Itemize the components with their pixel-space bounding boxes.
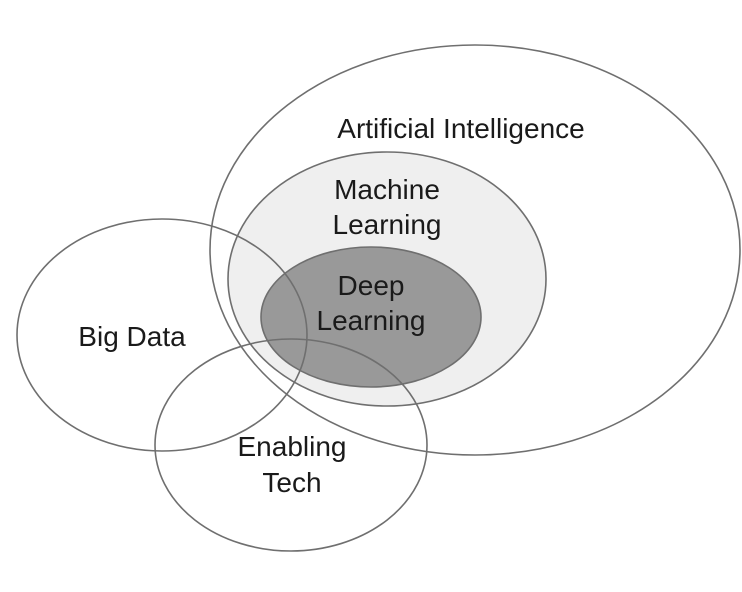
bigdata-label: Big Data	[78, 321, 186, 352]
ml-label-line2: Learning	[333, 209, 442, 240]
enabling-tech-ellipse	[154, 338, 428, 552]
bigdata-ellipse	[16, 218, 308, 452]
dl-label-line1: Deep	[338, 270, 405, 301]
ai-label: Artificial Intelligence	[337, 113, 584, 144]
ml-label-line1: Machine	[334, 174, 440, 205]
enabling-tech-label-line1: Enabling	[238, 431, 347, 462]
enabling-tech-label-line2: Tech	[262, 467, 321, 498]
dl-ellipse	[260, 246, 482, 388]
dl-label-line2: Learning	[317, 305, 426, 336]
